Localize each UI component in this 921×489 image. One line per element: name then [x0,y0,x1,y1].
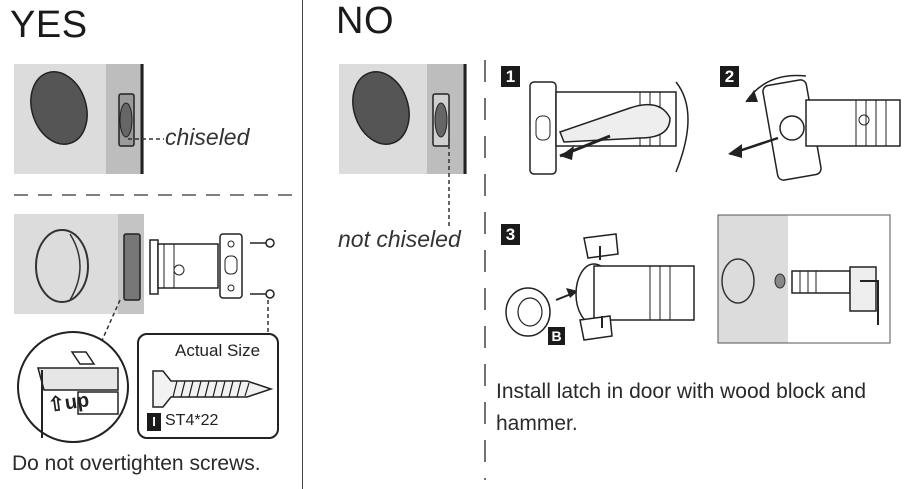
no-heading: NO [336,0,394,42]
no-caption-line-2: hammer. [496,412,578,435]
actual-size-title: Actual Size [175,341,261,360]
yes-heading: YES [10,4,88,46]
step-1-remove-cover-illustration [529,81,689,175]
screw-illustration [152,370,274,408]
not-chiseled-door-illustration [339,64,467,174]
step-2-rotate-illustration [728,74,901,181]
step-4-install-illustration [717,214,891,344]
step-3-assemble-illustration [505,233,695,341]
no-panel-dashed-divider [484,60,486,480]
no-caption-line-1: Install latch in door with wood block an… [496,380,867,403]
actual-size-screw-box: Actual Size I ST4*22 [137,333,279,439]
step-3-badge: 3 [501,224,520,245]
not-chiseled-label: not chiseled [338,226,461,252]
chiseled-label: chiseled [165,124,250,150]
step-2-badge: 2 [720,66,739,87]
step-3-b-badge: B [548,327,565,345]
step-1-badge: 1 [501,66,520,87]
detail-leader-lines [99,299,269,346]
not-chiseled-leader-line [448,138,450,226]
panel-divider [302,0,303,489]
yes-dashed-separator [14,194,294,196]
latch-install-illustration [14,214,275,314]
yes-caption: Do not overtighten screws. [12,452,261,475]
screw-spec: ST4*22 [165,412,219,429]
up-orientation-detail [17,331,129,443]
chiseled-door-illustration [14,64,144,174]
screw-marker-badge: I [147,413,161,431]
chiseled-leader-line [128,138,164,140]
